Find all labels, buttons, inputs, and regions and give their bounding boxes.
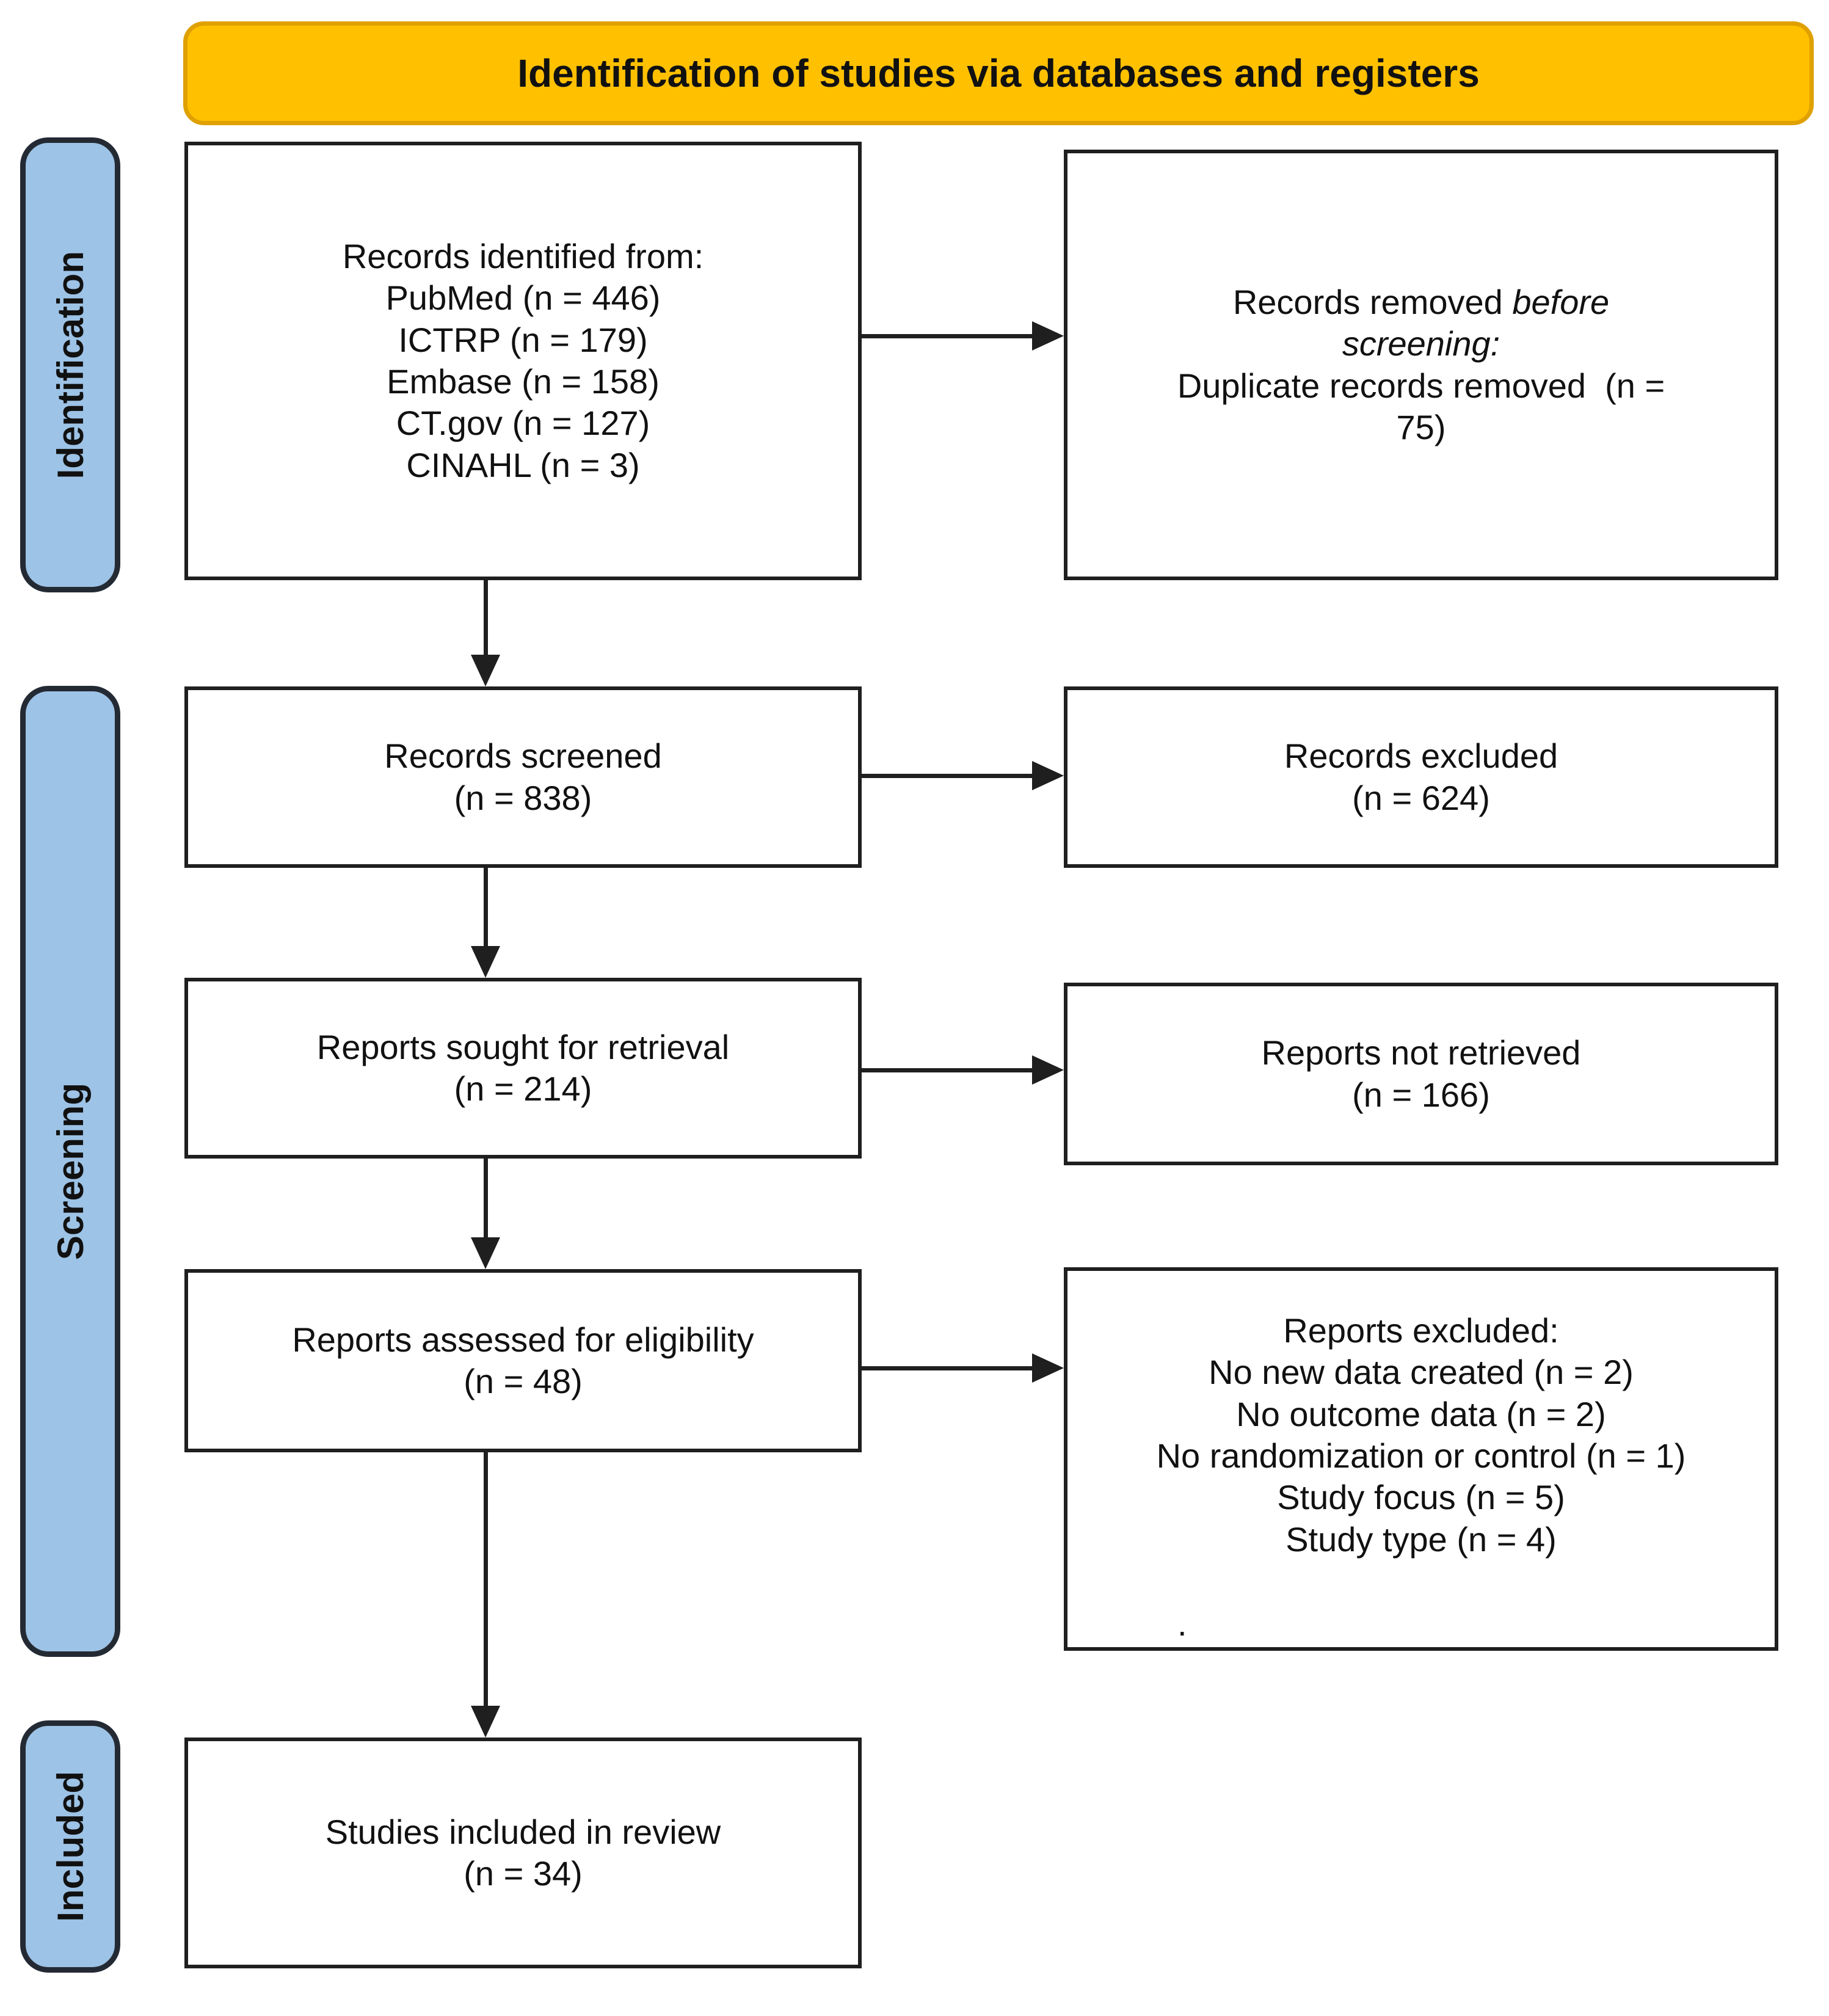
arrow-line: [862, 334, 1032, 338]
box-text-line: Records removed before: [1233, 282, 1609, 323]
box-text-line: Reports sought for retrieval: [316, 1027, 730, 1066]
box-text-line: Records screened: [384, 737, 662, 776]
box-text-line: (n = 166): [1352, 1075, 1490, 1114]
box-text-line: (n = 48): [464, 1362, 583, 1400]
arrow-head: [471, 655, 500, 686]
box-reports-not-retrieved: Reports not retrieved (n = 166): [1064, 983, 1778, 1165]
arrow-line: [862, 774, 1032, 778]
box-records-screened: Records screened (n = 838): [184, 686, 862, 868]
box-text-segment: Records removed: [1232, 282, 1513, 321]
box-text-line: Reports not retrieved: [1261, 1033, 1581, 1072]
banner-title: Identification of studies via databases …: [517, 51, 1480, 95]
box-footnote-dot: .: [1177, 1604, 1187, 1643]
arrow-head: [1032, 1055, 1064, 1085]
arrow-line: [484, 868, 488, 946]
box-text-segment-italic: before: [1512, 282, 1610, 321]
box-records-excluded: Records excluded (n = 624): [1064, 686, 1778, 868]
box-text-line: No randomization or control (n = 1): [1156, 1436, 1686, 1475]
box-text-line: Reports excluded:: [1283, 1311, 1559, 1350]
box-text-line: ICTRP (n = 179): [398, 320, 648, 359]
box-text-line: CT.gov (n = 127): [396, 404, 650, 443]
arrow-head: [1032, 321, 1064, 351]
stage-bar-screening: Screening: [20, 686, 120, 1657]
box-text-line: Records excluded: [1284, 737, 1558, 776]
arrow-line: [484, 1452, 488, 1706]
box-text-line: Study type (n = 4): [1285, 1519, 1557, 1559]
arrow-line: [862, 1366, 1032, 1370]
box-text-line: (n = 838): [454, 778, 592, 817]
arrow-head: [1032, 1353, 1064, 1383]
stage-label-screening: Screening: [49, 1082, 91, 1261]
box-text-line: 75): [1396, 407, 1446, 446]
box-records-removed: Records removed before screening: Duplic…: [1064, 150, 1778, 580]
stage-label-identification: Identification: [49, 250, 91, 479]
box-text-line: No outcome data (n = 2): [1236, 1394, 1606, 1433]
box-text-line: Reports assessed for eligibility: [292, 1320, 754, 1359]
arrow-head: [471, 1237, 500, 1269]
box-text-segment-italic: screening:: [1342, 324, 1500, 363]
box-text-line: (n = 34): [464, 1854, 583, 1893]
box-studies-included: Studies included in review (n = 34): [184, 1738, 862, 1968]
box-text-line: screening:: [1342, 323, 1500, 365]
arrow-line: [484, 1159, 488, 1237]
arrow-line: [484, 580, 488, 655]
arrow-line: [862, 1068, 1032, 1072]
box-records-identified: Records identified from: PubMed (n = 446…: [184, 142, 862, 580]
stage-bar-included: Included: [20, 1720, 120, 1973]
box-text-line: Studies included in review: [325, 1812, 721, 1851]
box-reports-assessed: Reports assessed for eligibility (n = 48…: [184, 1269, 862, 1452]
box-text-line: CINAHL (n = 3): [406, 445, 640, 484]
box-text-line: Embase (n = 158): [387, 362, 660, 401]
box-text-line: (n = 624): [1352, 778, 1490, 817]
box-text-line: Records identified from:: [342, 237, 704, 276]
stage-bar-identification: Identification: [20, 137, 120, 592]
arrow-head: [471, 1706, 500, 1738]
box-text-line: Study focus (n = 5): [1277, 1478, 1565, 1517]
arrow-head: [1032, 761, 1064, 790]
box-text-line: (n = 214): [454, 1069, 592, 1108]
box-text-line: PubMed (n = 446): [385, 278, 661, 318]
arrow-head: [471, 946, 500, 978]
box-text-line: Duplicate records removed (n =: [1177, 366, 1665, 405]
box-reports-excluded: Reports excluded: No new data created (n…: [1064, 1267, 1778, 1651]
stage-label-included: Included: [49, 1771, 91, 1922]
banner: Identification of studies via databases …: [183, 21, 1814, 125]
box-reports-sought: Reports sought for retrieval (n = 214): [184, 978, 862, 1159]
box-text-line: No new data created (n = 2): [1209, 1353, 1634, 1392]
